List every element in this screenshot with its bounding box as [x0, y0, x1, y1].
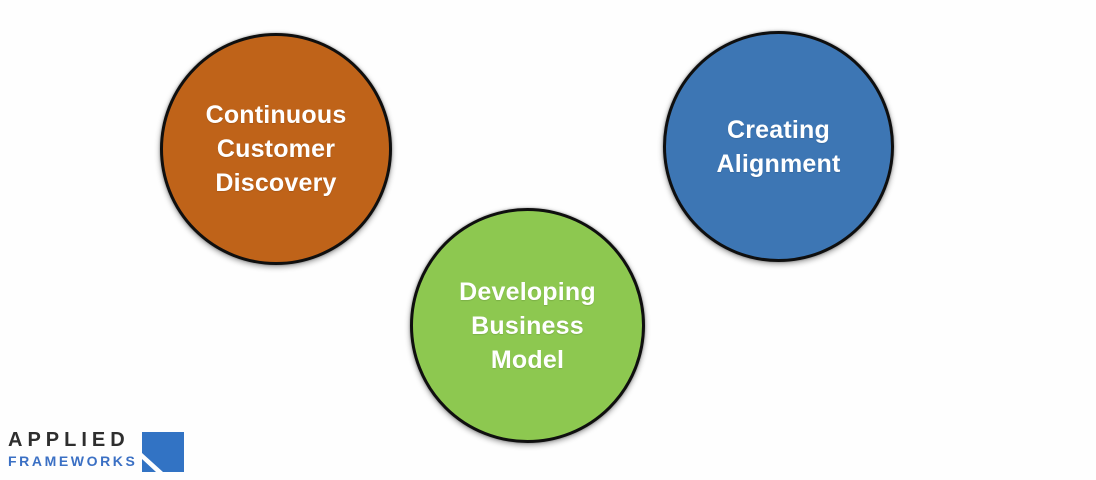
- circle-label-creating-alignment: Creating Alignment: [716, 113, 840, 181]
- circle-label-developing-business-model: Developing Business Model: [459, 275, 596, 377]
- circle-label-line: Model: [490, 345, 565, 374]
- arrow-northeast-square-icon: [142, 432, 185, 472]
- circle-label-line: Alignment: [716, 149, 841, 178]
- circle-developing-business-model: Developing Business Model: [410, 208, 645, 443]
- circle-label-line: Creating: [726, 115, 830, 144]
- logo-frameworks-text: FRAMEWORKS: [8, 453, 138, 469]
- applied-frameworks-logo: APPLIED FRAMEWORKS: [8, 429, 185, 472]
- circle-creating-alignment: Creating Alignment: [663, 31, 894, 262]
- circle-label-line: Discovery: [215, 169, 337, 197]
- circle-label-line: Customer: [216, 135, 336, 163]
- logo-wordmark: APPLIED FRAMEWORKS: [8, 429, 138, 470]
- circle-label-continuous-customer-discovery: Continuous Customer Discovery: [206, 98, 347, 200]
- circle-continuous-customer-discovery: Continuous Customer Discovery: [160, 33, 392, 265]
- circle-label-line: Business: [471, 311, 584, 340]
- circle-label-line: Continuous: [205, 101, 347, 129]
- circle-label-line: Developing: [459, 277, 596, 306]
- logo-applied-text: APPLIED: [8, 429, 130, 451]
